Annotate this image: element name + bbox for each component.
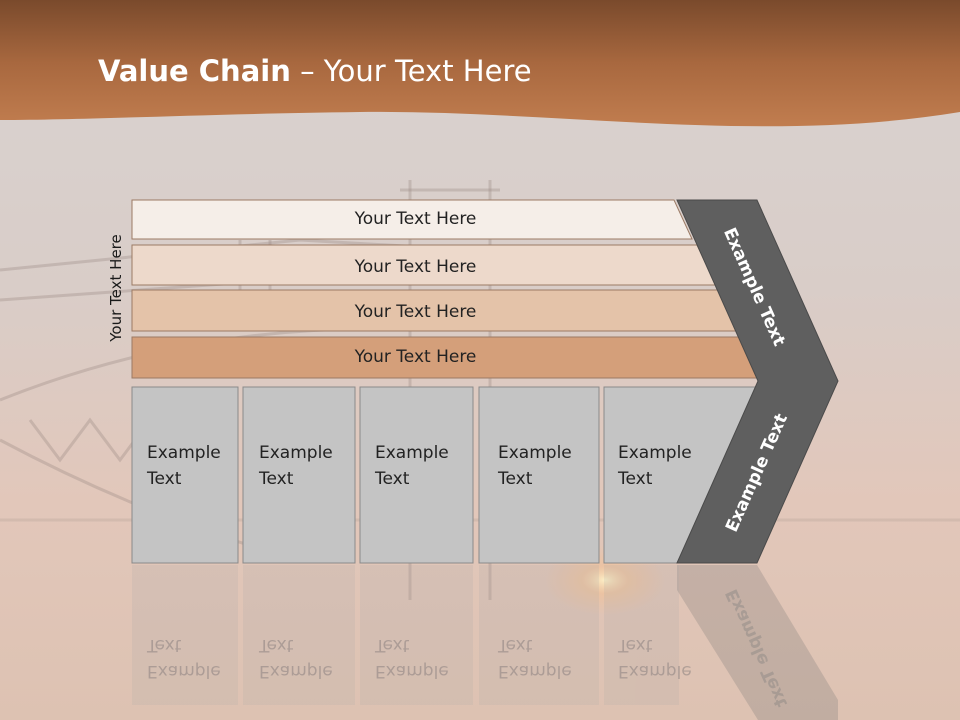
box-1-reflection-label: Example Text [147,632,221,684]
chevron-arrow [676,199,839,564]
box-1-reflection-line1: Example [147,661,221,681]
box-2 [242,386,356,564]
title-rest: – Your Text Here [290,54,532,88]
box-5-reflection-label: Example Text [618,632,692,684]
box-2-line2: Text [259,469,294,489]
box-3-reflection-line1: Example [375,661,449,681]
title-bold: Value Chain [98,54,291,88]
box-1-line1: Example [147,443,221,463]
box-5-line2: Text [618,469,653,489]
box-3-line2: Text [375,469,410,489]
bar-3-label: Your Text Here [354,302,477,322]
box-3-reflection-line2: Text [375,635,410,655]
box-4-reflection-line2: Text [498,635,533,655]
box-4-line2: Text [498,469,533,489]
bar-1 [131,199,693,240]
box-4-reflection-line1: Example [498,661,572,681]
box-5-line1: Example [618,443,692,463]
box-2-line1: Example [259,443,333,463]
box-1-label: Example Text [147,440,221,492]
box-2-reflection-line1: Example [259,661,333,681]
box-3-reflection-label: Example Text [375,632,449,684]
box-4 [478,386,600,564]
box-5-reflection-line2: Text [618,635,653,655]
box-2-reflection-line2: Text [259,635,294,655]
box-4-line1: Example [498,443,572,463]
box-2-reflection-label: Example Text [259,632,333,684]
side-label: Your Text Here [107,234,125,342]
box-1-line2: Text [147,469,182,489]
box-4-reflection-label: Example Text [498,632,572,684]
box-3-line1: Example [375,443,449,463]
box-4-label: Example Text [498,440,572,492]
box-5-label: Example Text [618,440,692,492]
box-2-label: Example Text [259,440,333,492]
bar-2-label: Your Text Here [354,257,477,277]
box-1 [131,386,239,564]
box-3-label: Example Text [375,440,449,492]
box-1-reflection-line2: Text [147,635,182,655]
boxes-reflection [132,565,679,705]
bar-1-label: Your Text Here [354,209,477,229]
box-5-reflection-line1: Example [618,661,692,681]
header-band [0,0,960,127]
box-3 [359,386,474,564]
slide-title: Value Chain – Your Text Here [98,54,532,88]
bar-4-label: Your Text Here [354,347,477,367]
chevron-reflection [677,565,838,720]
